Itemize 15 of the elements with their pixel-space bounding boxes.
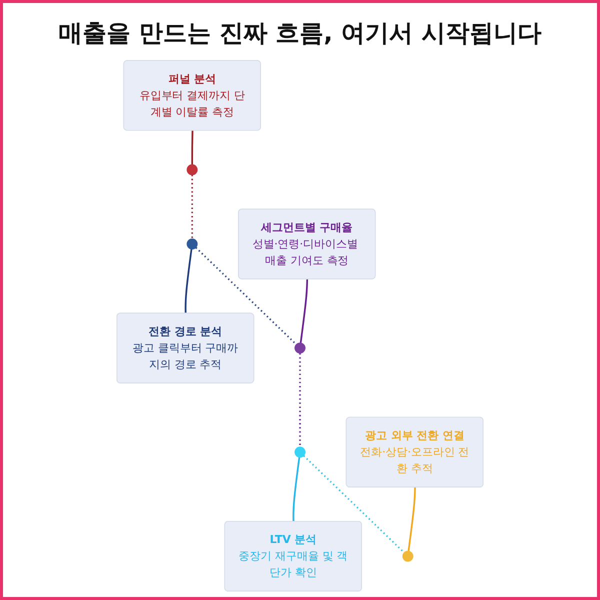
connector (191, 131, 194, 165)
node-circle (294, 447, 306, 458)
connector (408, 488, 416, 552)
connector (184, 249, 192, 314)
node-circle (186, 238, 198, 250)
connector (300, 280, 308, 344)
connector (303, 455, 405, 554)
node-circle (402, 551, 414, 562)
connector (195, 247, 297, 346)
connector (292, 458, 300, 522)
node-circle (294, 342, 306, 354)
connector (299, 354, 301, 448)
connector (191, 175, 193, 240)
title: 매출을 만드는 진짜 흐름, 여기서 시작됩니다 (58, 18, 542, 49)
node-circle (186, 164, 198, 176)
